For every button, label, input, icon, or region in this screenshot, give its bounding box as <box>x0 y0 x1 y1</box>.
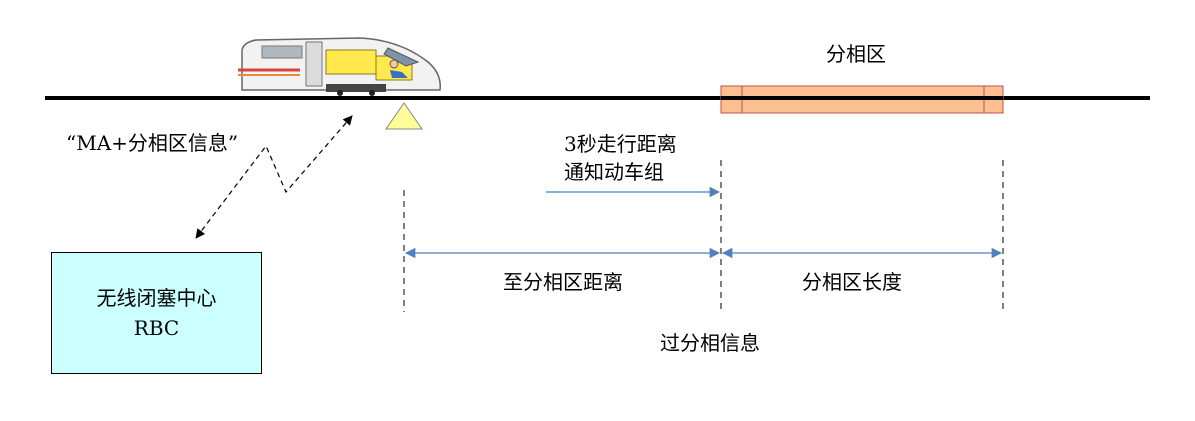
neutral-section-block <box>720 85 1004 114</box>
radio-link-arrow <box>195 115 353 239</box>
rbc-abbr: RBC <box>133 316 180 340</box>
neutral-length-label: 分相区长度 <box>802 270 902 294</box>
balise-icon <box>385 102 423 130</box>
notify-train-label: 通知动车组 <box>564 160 664 184</box>
neutral-section-label: 分相区 <box>826 42 886 66</box>
to-neutral-distance-label: 至分相区距离 <box>503 270 623 294</box>
three-second-distance-label: 3秒走行距离 <box>564 132 677 156</box>
rbc-box: 无线闭塞中心 RBC <box>51 252 262 374</box>
rbc-name: 无线闭塞中心 <box>96 286 217 310</box>
ma-message-label: “MA+分相区信息” <box>66 131 239 155</box>
train-icon <box>238 37 441 96</box>
passing-info-label: 过分相信息 <box>660 331 760 355</box>
